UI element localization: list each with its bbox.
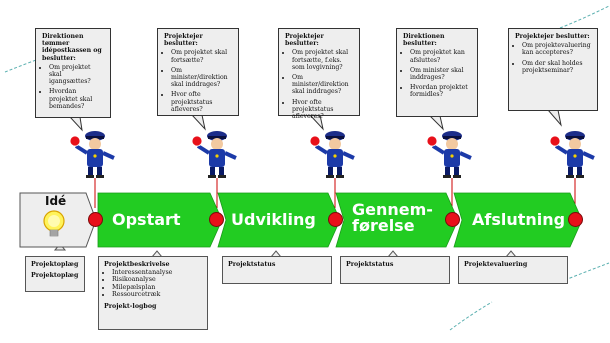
doc-item: Projektevaluering [464, 261, 528, 268]
bubble-item: Om minister/direktion skal inddrages? [171, 67, 233, 89]
stage-arrow-gennemforelse [335, 192, 459, 248]
bubble-title: Projektejer beslutter: [285, 33, 324, 48]
bubble-title: Direktionen tømmer idépostkassen og besl… [42, 33, 102, 62]
bubble-item: Hvor ofte projektstatus afleveres? [292, 99, 354, 121]
police-officer-stop-sign-icon [427, 131, 472, 178]
bubble-item: Om minister/direktion skal inddrages? [292, 74, 354, 96]
stage-label-line: Gennem- [352, 200, 433, 219]
decision-bubble-2: Projektejer beslutter: Om projektet skal… [157, 28, 239, 116]
bubble-item: Om projektet skal fortsætte? [171, 49, 233, 63]
doc-box-afslutning: Projektevaluering [458, 256, 568, 284]
decision-bubble-1: Direktionen tømmer idépostkassen og besl… [35, 28, 111, 118]
stage-label-afslutning: Afslutning [472, 210, 566, 229]
bubble-item: Om der skal holdes projektseminar? [522, 60, 592, 74]
bubble-item: Om projektet kan afsluttes? [410, 49, 472, 63]
doc-box-udvikling: Projektstatus [222, 256, 332, 284]
doc-box-gennemforelse: Projektstatus [340, 256, 450, 284]
stage-label-line: førelse [352, 216, 415, 235]
doc-item: Ressourcetræk [112, 291, 202, 299]
bubble-item: Om minister skal inddrages? [410, 67, 472, 81]
milestone-marker [88, 212, 103, 227]
stage-arrow-udvikling [217, 192, 341, 248]
milestone-marker [445, 212, 460, 227]
milestone-marker [568, 212, 583, 227]
stage-label-gennemforelse: Gennem- førelse [352, 202, 433, 234]
doc-item: Interessentanalyse [112, 269, 202, 277]
bubble-item: Hvor ofte projektstatus afleveres? [171, 91, 233, 113]
idea-label: Idé [45, 194, 67, 208]
doc-item: Projektoplæg [31, 271, 79, 279]
stage-label-udvikling: Udvikling [231, 210, 316, 229]
decision-bubble-5: Projektejer beslutter: Om projektevaluer… [508, 28, 598, 111]
bubble-item: Hvordan projektet skal bemandes? [49, 88, 105, 110]
stage-arrows [97, 192, 583, 248]
bubble-title: Direktionen beslutter: [403, 33, 445, 48]
stage-arrow-opstart [97, 192, 223, 248]
decision-bubble-4: Direktionen beslutter: Om projektet kan … [396, 28, 478, 117]
bubble-title: Projektejer beslutter: [164, 33, 203, 48]
stage-arrow-afslutning [453, 192, 583, 248]
doc-item: Risikoanalyse [112, 276, 202, 284]
bubble-item: Om projektet skal igangsættes? [49, 64, 105, 86]
doc-title: Projektbeskrivelse [104, 261, 170, 268]
milestone-marker [209, 212, 224, 227]
police-officer-stop-sign-icon [550, 131, 595, 178]
doc-item: Projektstatus [346, 261, 394, 268]
police-officer-stop-sign-icon [310, 131, 355, 178]
bubble-item: Om projektevaluering kan accepteres? [522, 42, 592, 56]
doc-box-opstart: Projektbeskrivelse Interessentanalyse Ri… [98, 256, 208, 330]
doc-item: Milepælsplan [112, 284, 202, 292]
police-officer-stop-sign-icon [70, 131, 115, 178]
milestone-marker [328, 212, 343, 227]
doc-box-idea: Projektoplæg Projektoplæg [25, 256, 85, 292]
lightbulb-icon [43, 210, 65, 237]
doc-item: Projektstatus [228, 261, 276, 268]
bubble-item: Om projektet skal fortsætte, f.eks. som … [292, 49, 354, 71]
decision-bubble-3: Projektejer beslutter: Om projektet skal… [278, 28, 360, 120]
bubble-title: Projektejer beslutter: [515, 33, 590, 40]
bubble-item: Hvordan projektet formidles? [410, 84, 472, 98]
doc-item: Projektoplæg [31, 261, 79, 268]
doc-footer: Projekt-logbog [104, 302, 157, 310]
police-officer-stop-sign-icon [192, 131, 237, 178]
stage-label-opstart: Opstart [112, 210, 181, 229]
